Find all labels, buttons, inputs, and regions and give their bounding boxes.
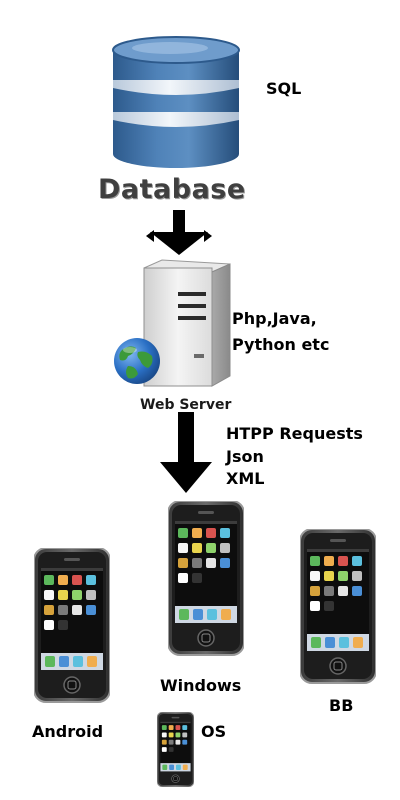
client-android-label: Android: [32, 722, 104, 741]
smartphone-icon: [157, 712, 194, 787]
client-os-label: OS: [201, 722, 227, 741]
smartphone-icon: [34, 548, 110, 703]
server-tech-line-1: Php,Java,: [232, 309, 317, 328]
transport-line-2: Json: [226, 447, 264, 466]
server-tech-line-2: Python etc: [232, 335, 330, 354]
arrow-down-icon: [146, 210, 212, 255]
globe-icon: [114, 338, 160, 384]
transport-line-3: XML: [226, 469, 265, 488]
transport-line-1: HTPP Requests: [226, 424, 363, 443]
database-cylinder-icon: [112, 36, 240, 168]
smartphone-icon: [168, 501, 244, 656]
arrow-down-icon: [160, 412, 212, 493]
server-label: Web Server: [140, 397, 232, 413]
database-tech-label: SQL: [266, 79, 302, 98]
database-label: Database: [98, 174, 246, 205]
client-bb-label: BB: [329, 696, 354, 715]
smartphone-icon: [300, 529, 376, 684]
client-windows-label: Windows: [160, 676, 242, 695]
